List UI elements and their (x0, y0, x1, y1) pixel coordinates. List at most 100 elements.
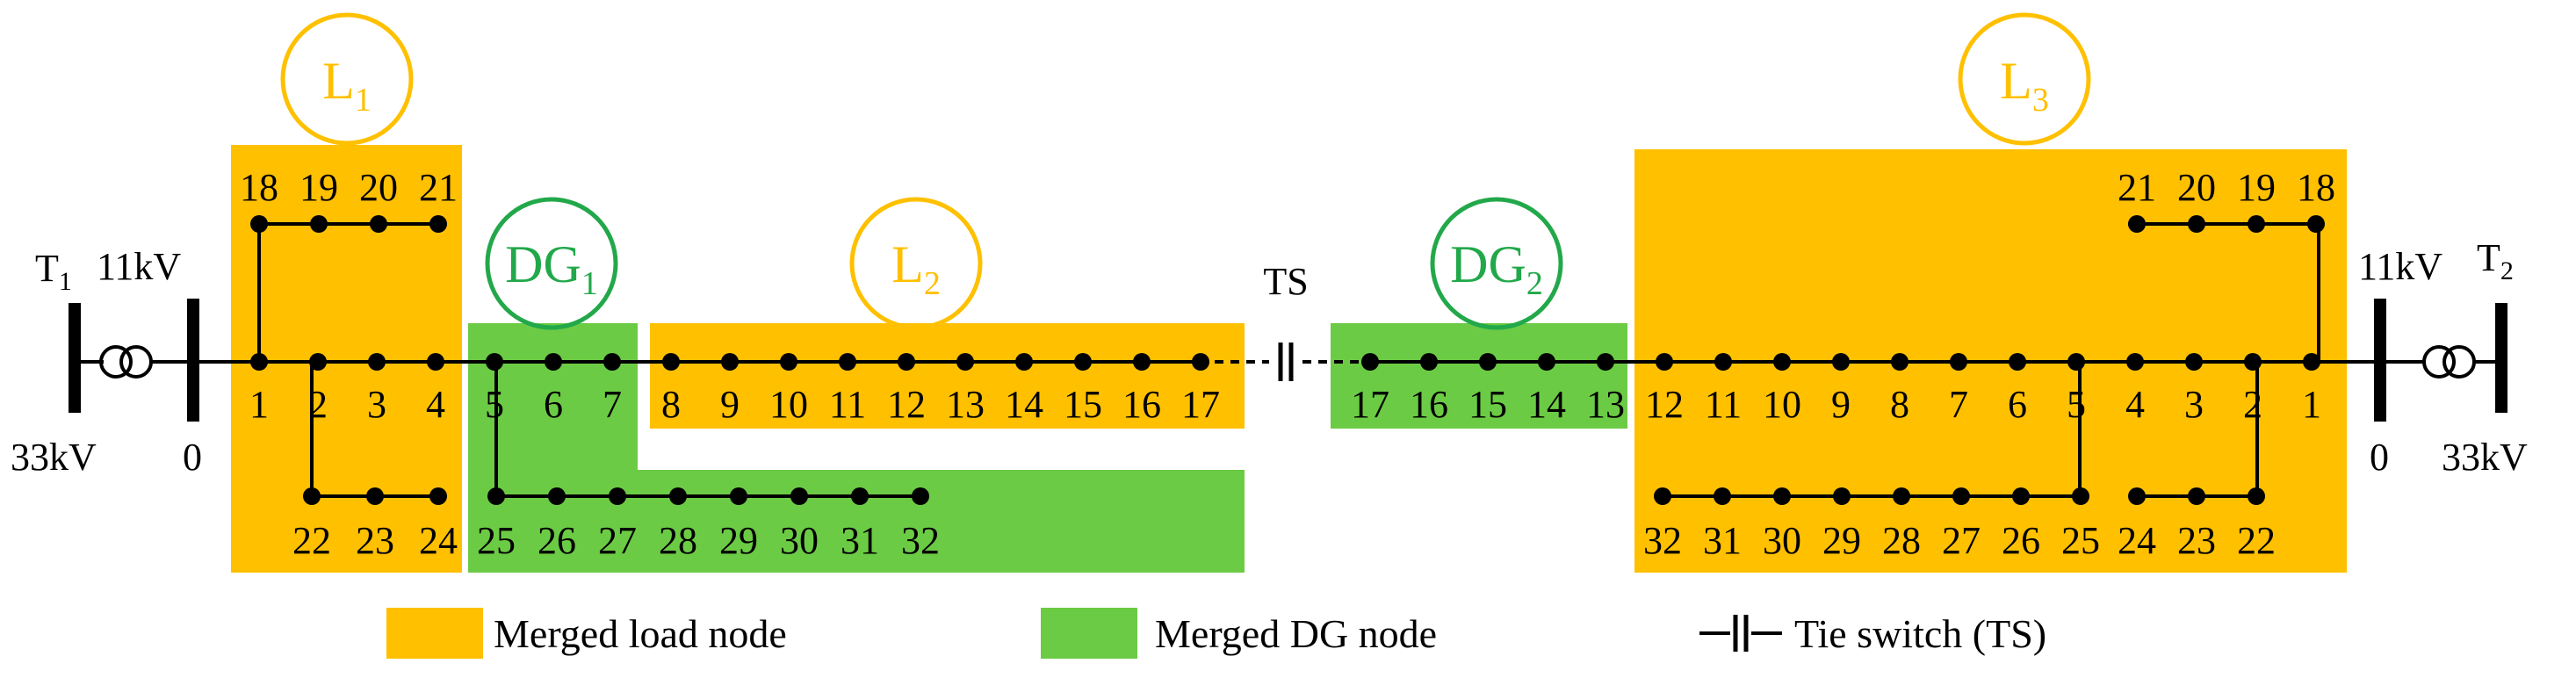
feeder2-node-dot (1832, 353, 1850, 371)
feeder1-lowerB-node-dot (487, 487, 505, 505)
legend: Merged load node Merged DG node Tie swit… (386, 608, 2046, 659)
feeder1-lowerB-node-dot (609, 487, 626, 505)
label-L2: L2 (891, 235, 941, 302)
feeder2-lowerA-node-label: 29 (1822, 519, 1861, 562)
region-DG2 (1331, 323, 1627, 429)
feeder1-node-dot (662, 353, 680, 371)
feeder1-node-label: 3 (367, 383, 386, 426)
feeder2-lowerB-node-dot (2248, 487, 2265, 505)
feeder2-node-dot (1597, 353, 1614, 371)
feeder1-node-label: 7 (603, 383, 622, 426)
feeder1-node-dot (898, 353, 915, 371)
feeder1-node-dot (1074, 353, 1092, 371)
feeder1-node-label: 17 (1181, 383, 1220, 426)
feeder2-lowerA-node-label: 31 (1703, 519, 1742, 562)
feeder1-lowerB-node-dot (669, 487, 687, 505)
feeder2-bus-label: 0 (2370, 436, 2389, 479)
feeder1-upper-node-dot (310, 215, 328, 233)
feeder2-lv-label: 11kV (2358, 245, 2443, 288)
feeder2-node-dot (2067, 353, 2085, 371)
feeder1-node-dot (1192, 353, 1209, 371)
feeder1-node-dot (368, 353, 386, 371)
feeder2-lowerA-node-dot (1773, 487, 1791, 505)
feeder1-lowerB-node-dot (730, 487, 747, 505)
feeder1-node-label: 2 (308, 383, 328, 426)
feeder2-lowerA-node-dot (1893, 487, 1910, 505)
circle-DG2 (1430, 197, 1563, 330)
feeder2-node-label: 17 (1351, 383, 1389, 426)
feeder1-lowerB-node-label: 26 (538, 519, 576, 562)
feeder2-node-label: 11 (1705, 383, 1742, 426)
feeder1-lowerA-node-dot (366, 487, 384, 505)
feeder1-node-label: 14 (1005, 383, 1043, 426)
feeder1-upper-node-dot (429, 215, 447, 233)
feeder1-bus-label: 0 (183, 436, 202, 479)
label-DG1: DG1 (505, 235, 598, 302)
feeder2-lowerB-node-label: 24 (2118, 519, 2156, 562)
feeder1-lowerB-node-label: 29 (719, 519, 758, 562)
feeder2-upper-node-label: 18 (2297, 166, 2335, 209)
label-L1: L1 (322, 52, 372, 119)
feeder2-lowerA-node-label: 30 (1763, 519, 1801, 562)
feeder2-lowerA-node-dot (1654, 487, 1671, 505)
feeder1-node-dot (721, 353, 739, 371)
feeder2-upper-node-label: 19 (2237, 166, 2276, 209)
feeder1-lv-label: 11kV (97, 245, 181, 288)
legend-dg-swatch (1041, 608, 1137, 659)
merged-regions (231, 145, 2347, 573)
feeder2-lowerA-node-label: 27 (1942, 519, 1981, 562)
feeder2-node-label: 16 (1410, 383, 1448, 426)
feeder1-node-label: 10 (769, 383, 808, 426)
feeder2-node-dot (2303, 353, 2320, 371)
feeder2-node-dot (2244, 353, 2262, 371)
feeder2-node-dot (1361, 353, 1379, 371)
feeder1-node-label: 5 (485, 383, 504, 426)
feeder2-lowerA-node-dot (1952, 487, 1970, 505)
feeder1-node-label: 13 (946, 383, 985, 426)
feeder2-lowerA-node-label: 28 (1882, 519, 1921, 562)
feeder1-lowerA-node-dot (303, 487, 321, 505)
region-L2 (650, 323, 1245, 429)
feeder2-upper-node-dot (2248, 215, 2265, 233)
feeder1-lowerB-node-label: 27 (598, 519, 637, 562)
region-DG1-lower (468, 470, 1245, 573)
feeder1-lowerB-node-label: 30 (780, 519, 819, 562)
feeder2-node-dot (1420, 353, 1438, 371)
legend-dg-label: Merged DG node (1155, 611, 1437, 656)
feeder2-node-dot (1950, 353, 1967, 371)
feeder2-lowerA-node-dot (1833, 487, 1851, 505)
feeder1-lowerB-node-label: 31 (841, 519, 879, 562)
feeder2-lowerA-node-label: 32 (1643, 519, 1682, 562)
feeder1-lowerA-node-label: 24 (419, 519, 458, 562)
feeder2-node-label: 10 (1763, 383, 1801, 426)
feeder2-lowerA-node-label: 26 (2002, 519, 2040, 562)
feeder2-node-dot (2185, 353, 2203, 371)
feeder2-node-label: 2 (2243, 383, 2262, 426)
feeder1-node-label: 6 (544, 383, 563, 426)
feeder2-upper-node-dot (2307, 215, 2325, 233)
feeder1-node-dot (486, 353, 503, 371)
feeder1-node-dot (603, 353, 621, 371)
feeder1-lowerB-node-dot (790, 487, 808, 505)
feeder1-node-label: 16 (1122, 383, 1161, 426)
transformer-1-icon (99, 345, 133, 379)
feeder2-node-label: 6 (2008, 383, 2027, 426)
circle-L3 (1958, 12, 2091, 146)
feeder2-node-dot (1891, 353, 1909, 371)
feeder2-source: T2 11kV 33kV 0 (2358, 236, 2528, 479)
feeder2-node-label: 9 (1831, 383, 1851, 426)
region-L1 (231, 145, 462, 573)
legend-ts-label: Tie switch (TS) (1794, 611, 2046, 656)
feeder2-upper-node-label: 21 (2118, 166, 2156, 209)
feeder2-lowerB-node-dot (2128, 487, 2146, 505)
feeder2-node-label: 4 (2125, 383, 2145, 426)
feeder1-upper-node-label: 18 (240, 166, 278, 209)
feeder2-upper-node-dot (2188, 215, 2205, 233)
feeder2-lowerB-node-label: 22 (2237, 519, 2276, 562)
feeder2-lowerA-node-dot (1714, 487, 1731, 505)
feeder2-node-label: 3 (2184, 383, 2204, 426)
feeder1-node-dot (1015, 353, 1033, 371)
feeder1-source: T1 11kV 33kV 0 (11, 245, 202, 479)
